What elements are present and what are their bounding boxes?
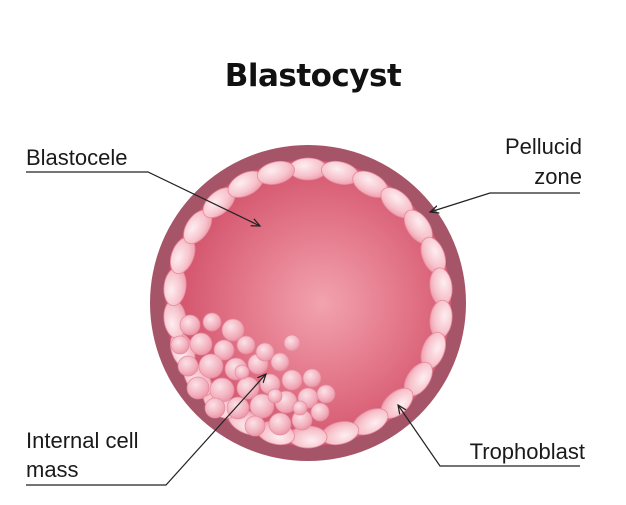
icm-cell — [270, 352, 290, 372]
icm-cell — [267, 388, 283, 404]
icm-cell — [226, 396, 250, 420]
icm-cell — [221, 318, 245, 342]
icm-cell — [249, 393, 275, 419]
icm-cell — [236, 335, 256, 355]
blastocele-leader — [26, 171, 260, 226]
icm-cell — [213, 339, 235, 361]
icm-cell — [292, 400, 308, 416]
leader-lines — [26, 171, 580, 486]
icm-cell — [283, 334, 301, 352]
icm-cell — [236, 376, 260, 400]
icm-cell — [204, 397, 226, 419]
icm-cell — [177, 355, 199, 377]
label-pellucid-zone-1: Pellucid — [505, 134, 582, 159]
icm-cell — [170, 335, 190, 355]
label-internal-cell-mass-2: mass — [26, 457, 79, 482]
icm-cell — [281, 369, 303, 391]
icm-cell — [186, 376, 210, 400]
icm-cell — [202, 312, 222, 332]
icm-cell — [302, 368, 322, 388]
label-blastocele: Blastocele — [26, 145, 128, 170]
internal-cell-mass — [170, 312, 336, 437]
trophoblast-leader — [398, 405, 580, 467]
icm-cell — [255, 342, 275, 362]
internal-cell-mass-leader — [26, 374, 266, 486]
icm-cell — [316, 384, 336, 404]
trophoblast-cell — [256, 160, 295, 185]
label-trophoblast: Trophoblast — [470, 439, 585, 464]
diagram-title: Blastocyst — [224, 58, 402, 94]
pellucid-zone-leader — [430, 192, 580, 212]
label-pellucid-zone-2: zone — [534, 164, 582, 189]
icm-cell — [234, 364, 250, 380]
label-internal-cell-mass-1: Internal cell — [26, 428, 139, 453]
icm-cell — [268, 412, 292, 436]
icm-cell — [198, 353, 224, 379]
icm-cell — [189, 332, 213, 356]
icm-cell — [179, 314, 201, 336]
icm-cell — [310, 402, 330, 422]
icm-cell — [244, 415, 266, 437]
